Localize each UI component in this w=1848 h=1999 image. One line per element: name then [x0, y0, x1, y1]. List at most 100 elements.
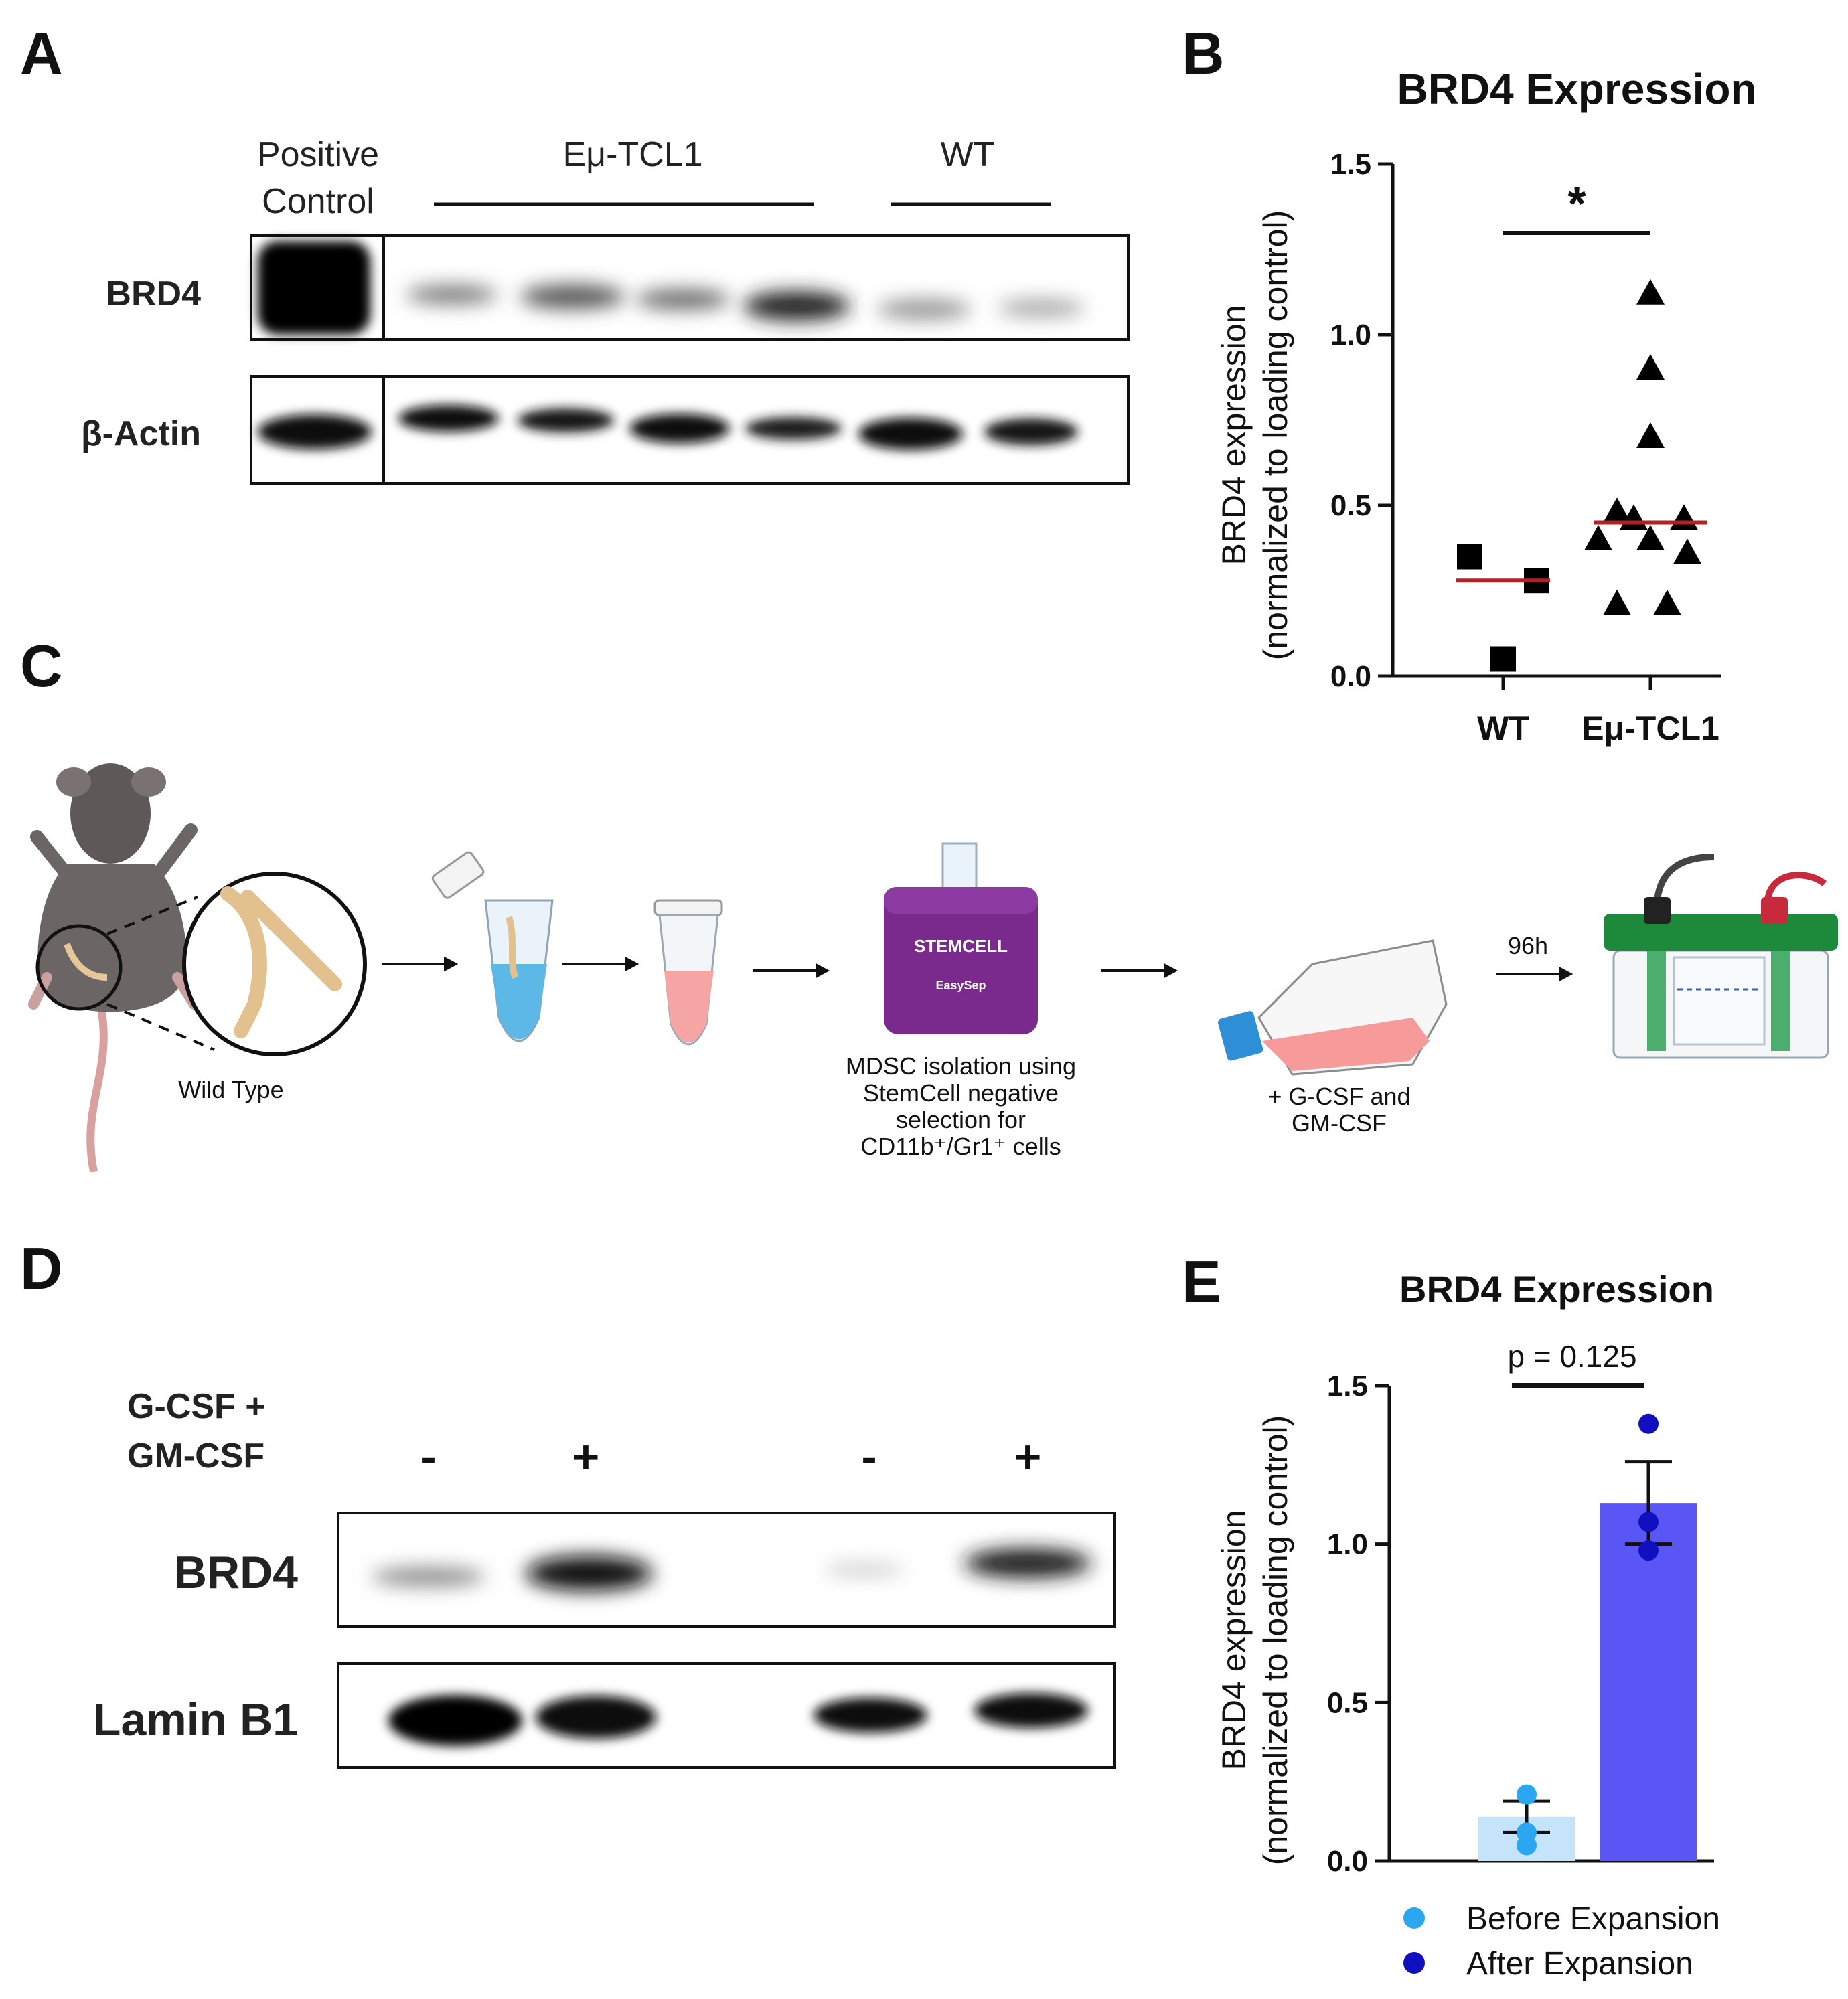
chart-b-tcl1-point-6 — [1636, 525, 1665, 550]
zoom-line-top — [106, 896, 198, 935]
chart-b-tcl1-point-7 — [1670, 504, 1698, 530]
blot-a-brd4-band-5 — [877, 299, 971, 320]
chart-e-ytick-label-0: 0.0 — [1327, 1845, 1368, 1878]
chart-e-bar-1 — [1600, 1503, 1697, 1861]
chart-b-ytick-label-2: 1.0 — [1330, 319, 1371, 351]
chart-e-ylabel-line1: BRD4 expression — [1215, 1510, 1253, 1770]
chart-e-ytick-label-2: 1.0 — [1327, 1528, 1368, 1561]
blot-d-lane-2-sign: + — [572, 1431, 600, 1483]
easysep-magnet-icon: STEMCELL EasySep — [884, 842, 1038, 1034]
chart-e: BRD4 Expression BRD4 expression (normali… — [1215, 1268, 1720, 1982]
blot-d-lane-1-sign: - — [420, 1431, 436, 1483]
legend-after-marker — [1403, 1952, 1425, 1974]
mouse-leg-highlight — [35, 924, 123, 1011]
chart-e-ytick-label-3: 1.5 — [1327, 1370, 1368, 1403]
culture-line2: GM-CSF — [1292, 1109, 1387, 1137]
arrow-2-head — [625, 956, 639, 972]
blot-a-brd4-band-2 — [520, 285, 625, 309]
chart-b-tcl1-point-0 — [1636, 278, 1665, 305]
chart-e-pvalue: p = 0.125 — [1507, 1339, 1636, 1374]
chart-e-point-1-2 — [1638, 1540, 1659, 1561]
blot-a-positive-line2: Control — [262, 182, 374, 221]
legend-before-marker — [1403, 1907, 1425, 1929]
chart-b-tcl1-point-10 — [1673, 538, 1701, 564]
kit-brand: STEMCELL — [914, 936, 1008, 956]
chart-b-wt-point-1 — [1490, 646, 1516, 672]
blot-a-brd4-strip — [250, 234, 1130, 341]
mouse-leg-bone — [64, 943, 108, 981]
blot-a-positive-line1: Positive — [257, 135, 379, 174]
chart-b-tcl1-point-3 — [1603, 497, 1631, 524]
chart-b-ylabel-line1: BRD4 expression — [1215, 305, 1253, 565]
bone-zoom-circle — [182, 872, 367, 1056]
mouse-tail — [86, 1003, 108, 1173]
tube-pink-icon — [653, 899, 723, 1046]
blot-d-lamin-band-2 — [536, 1696, 656, 1739]
blot-a-actin-band-1 — [398, 405, 499, 432]
chart-b-tcl1-point-4 — [1584, 525, 1612, 550]
blot-a-brd4-band-positive — [258, 241, 370, 335]
blot-d-row-laminb1: Lamin B1 — [93, 1694, 298, 1745]
chart-b-significance-star: * — [1567, 177, 1586, 230]
mouse-arm-left — [30, 830, 70, 877]
chart-b-tcl1-point-2 — [1636, 422, 1665, 448]
blot-a-actin-band-positive — [258, 414, 372, 449]
blot-a-row-brd4: BRD4 — [106, 274, 201, 313]
isolation-line3: selection for — [896, 1106, 1026, 1133]
blot-a: Positive Control Eμ-TCL1 WT BRD4 β-Actin — [81, 135, 1130, 485]
mouse-body — [37, 864, 186, 1012]
chart-e-ylabel-line2: (normalized to loading control) — [1257, 1415, 1294, 1866]
mouse-foot-left — [28, 972, 52, 1010]
blot-a-brd4-band-3 — [636, 289, 730, 309]
blot-d-lamin-band-1 — [388, 1695, 522, 1746]
mouse-ear-right — [131, 767, 166, 797]
femur-tibia-icon — [220, 886, 342, 1038]
blot-d-brd4-band-2 — [526, 1556, 653, 1591]
blot-d-lamin-band-3 — [814, 1698, 927, 1733]
blot-a-row-actin: β-Actin — [81, 414, 201, 453]
blot-d-treatment-line1: G-CSF + — [127, 1387, 266, 1426]
blot-a-actin-band-6 — [984, 418, 1078, 445]
workflow: Wild Type 96h — [28, 763, 1838, 1173]
blot-a-actin-band-2 — [518, 408, 614, 432]
isolation-line4: CD11b⁺/Gr1⁺ cells — [860, 1133, 1061, 1160]
chart-b-category-tcl1: Eμ-TCL1 — [1582, 710, 1719, 747]
incubation-time: 96h — [1508, 932, 1548, 959]
blot-d-brd4-band-3 — [824, 1563, 904, 1577]
arrow-5-head — [1559, 966, 1573, 982]
blot-a-brd4-band-4 — [743, 291, 850, 321]
chart-e-point-0-0 — [1517, 1784, 1537, 1805]
mouse-arm-right — [154, 823, 198, 877]
isolation-line1: MDSC isolation using — [846, 1052, 1076, 1080]
chart-e-point-1-0 — [1638, 1413, 1659, 1434]
zoom-line-bottom — [106, 1003, 215, 1051]
arrow-4-head — [1164, 963, 1178, 979]
chart-b-category-wt: WT — [1477, 710, 1529, 747]
chart-b: BRD4 Expression BRD4 expression (normali… — [1215, 65, 1757, 747]
tube-blue-icon — [431, 851, 554, 1042]
blot-d-treatment-line2: GM-CSF — [127, 1437, 264, 1475]
chart-e-point-0-2 — [1517, 1835, 1537, 1856]
mouse-label: Wild Type — [178, 1076, 283, 1103]
chart-b-tcl1-point-9 — [1653, 589, 1681, 615]
panel-label-c: C — [20, 633, 63, 699]
panel-label-a: A — [20, 20, 63, 86]
kit-name: EasySep — [935, 979, 986, 992]
blot-d-brd4-band-4 — [964, 1548, 1091, 1578]
workflow-arrows — [382, 956, 1573, 982]
mouse-ear-left — [56, 767, 91, 797]
isolation-line2: StemCell negative — [863, 1079, 1059, 1107]
arrow-1-head — [444, 956, 459, 972]
blot-d-lamin-band-4 — [974, 1693, 1088, 1728]
chart-e-point-1-1 — [1638, 1512, 1659, 1532]
chart-e-ytick-label-1: 0.5 — [1327, 1686, 1368, 1719]
chart-b-ylabel-line2: (normalized to loading control) — [1257, 210, 1294, 661]
gel-electrophoresis-icon — [1604, 854, 1838, 1059]
legend-before-label: Before Expansion — [1466, 1901, 1720, 1937]
blot-a-actin-band-3 — [629, 414, 730, 443]
culture-flask-icon — [1217, 939, 1448, 1076]
blot-d-brd4-band-1 — [372, 1567, 485, 1586]
chart-b-ytick-label-1: 0.5 — [1330, 489, 1371, 522]
